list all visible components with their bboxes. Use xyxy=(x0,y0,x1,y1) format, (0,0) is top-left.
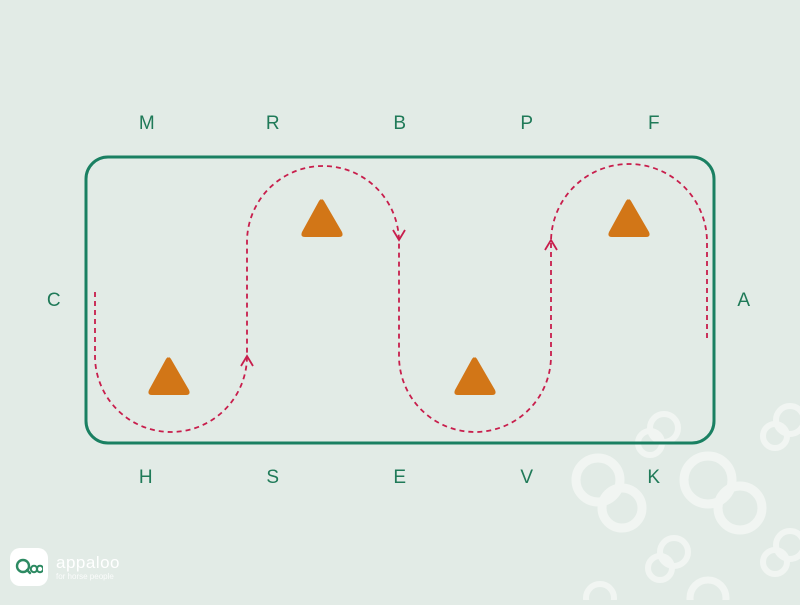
arena-letter-h: H xyxy=(138,467,154,488)
cone-icon xyxy=(608,199,650,237)
arena-letter-r: R xyxy=(265,113,281,134)
brand-logo: appaloo for horse people xyxy=(10,548,120,586)
arena-letter-f: F xyxy=(647,113,661,134)
arena-letter-v: V xyxy=(520,467,534,488)
serpentine-route xyxy=(94,163,708,433)
decorative-rings xyxy=(571,403,800,605)
cone-icon xyxy=(148,357,190,395)
arena-letter-c: C xyxy=(46,290,62,311)
cone-icon xyxy=(454,357,496,395)
arena-letter-p: P xyxy=(520,113,534,134)
arena-letter-e: E xyxy=(393,467,407,488)
arena-letter-m: M xyxy=(138,113,156,134)
brand-tagline: for horse people xyxy=(56,571,114,581)
brand-name: appaloo xyxy=(56,552,121,572)
cone-icon xyxy=(301,199,343,237)
route-arrow-up-icon xyxy=(240,354,254,367)
arena-letter-b: B xyxy=(393,113,407,134)
route-arrow-down-icon xyxy=(392,229,406,242)
arena-border xyxy=(84,155,716,445)
arena-letter-k: K xyxy=(647,467,661,488)
route-arrow-up-icon xyxy=(544,238,558,251)
appaloo-logo-icon xyxy=(10,548,48,586)
arena-letter-a: A xyxy=(737,290,751,311)
arena-letter-s: S xyxy=(266,467,280,488)
